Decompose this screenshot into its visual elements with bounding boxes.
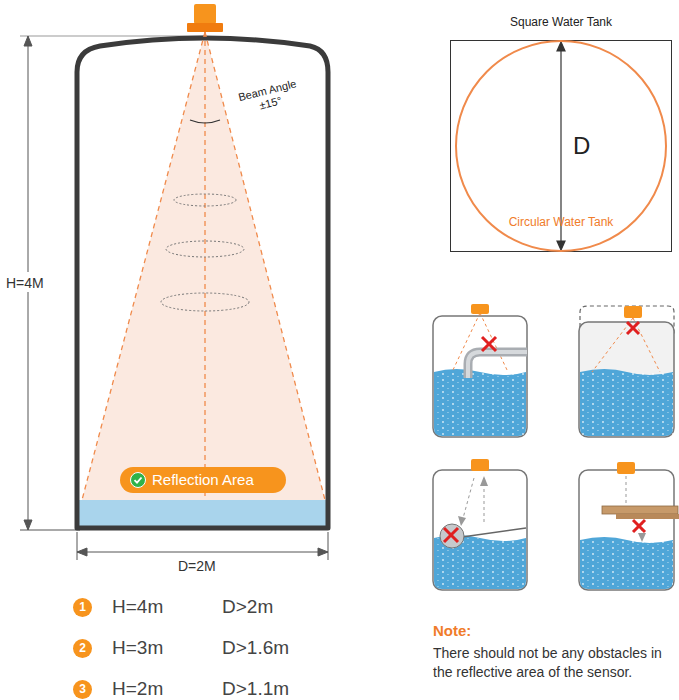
float-obstacle-panel (433, 459, 527, 590)
water-tank (77, 4, 328, 528)
check-mark (135, 478, 142, 483)
diameter-value: D>1.6m (222, 637, 289, 659)
note-text: There should not be any obstacles in the… (433, 644, 676, 682)
circular-tank: D Circular Water Tank (455, 40, 667, 252)
height-value: H=3m (112, 637, 163, 659)
check-circle (131, 473, 146, 488)
beam-cone (82, 32, 325, 500)
callout-digit: 3 (73, 682, 92, 697)
sensor (194, 4, 216, 24)
callout-digit: 2 (73, 641, 92, 656)
diameter-letter: D (573, 132, 590, 160)
reflection-area-pill: Reflection Area (120, 467, 286, 493)
diameter-dimension (77, 532, 328, 560)
circle-shape (456, 41, 666, 251)
ceiling-panel (579, 306, 674, 437)
circle-caption: Circular Water Tank (455, 215, 667, 229)
diameter-value: D>1.1m (222, 678, 289, 700)
check-icon (130, 472, 146, 488)
callout-digit: 1 (73, 600, 92, 615)
height-value: H=4m (112, 596, 163, 618)
diameter-dimension-label: D=2M (178, 558, 216, 574)
pipe-obstacle-panel (433, 304, 527, 437)
note-heading: Note: (433, 622, 471, 639)
diameter-value: D>2m (222, 596, 273, 618)
callout-number: 1 (73, 598, 92, 617)
callout-number: 3 (73, 680, 92, 699)
height-value: H=2m (112, 678, 163, 700)
water (79, 500, 326, 528)
tank-heading: Square Water Tank (451, 15, 671, 29)
bracket-obstacle-panel (579, 462, 679, 590)
beam-angle-label: Beam Angle ±15° (232, 76, 306, 118)
height-dimension-label: H=4M (6, 274, 44, 292)
square-tank: Square Water TankDCircular Water Tank (450, 40, 672, 252)
pill-text: Reflection Area (152, 471, 254, 489)
callout-number: 2 (73, 639, 92, 658)
